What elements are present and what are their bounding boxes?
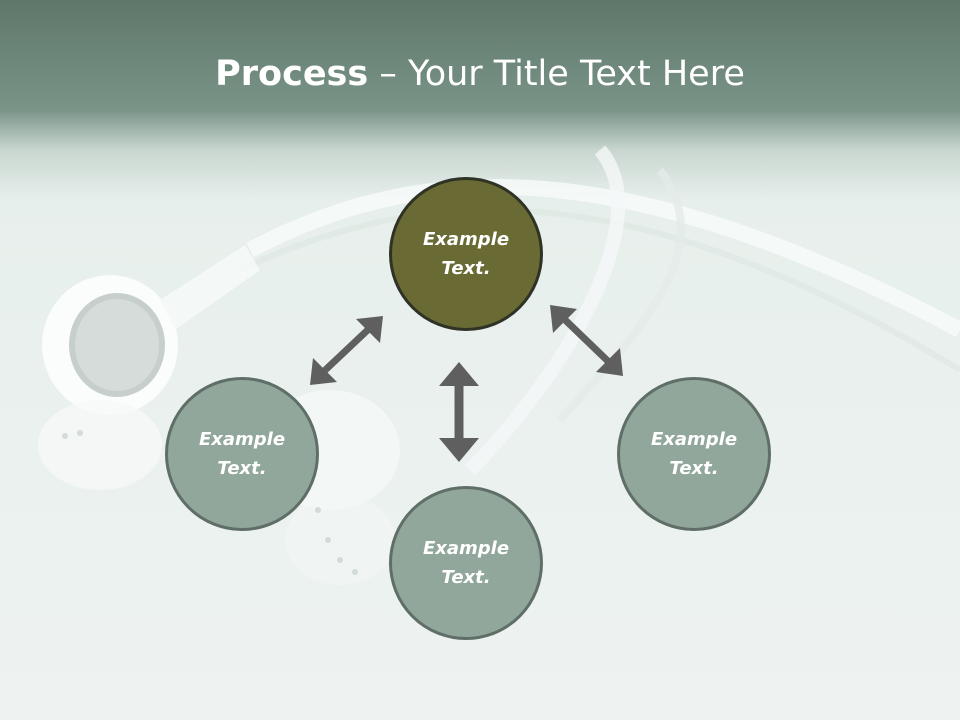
title-bold: Process — [215, 54, 369, 94]
node-right-label: Example Text. — [650, 429, 738, 479]
process-node-bottom: Example Text. — [389, 486, 543, 640]
process-node-left: Example Text. — [165, 377, 319, 531]
title-rest: – Your Title Text Here — [368, 54, 745, 94]
slide-title: Process – Your Title Text Here — [0, 52, 960, 96]
process-node-top: Example Text. — [389, 177, 543, 331]
process-node-right: Example Text. — [617, 377, 771, 531]
node-bottom-label: Example Text. — [422, 538, 510, 588]
node-left-label: Example Text. — [198, 429, 286, 479]
arrow-right-diagonal — [550, 305, 623, 376]
arrow-center-vertical — [439, 362, 479, 462]
node-top-label: Example Text. — [422, 229, 510, 279]
arrow-left-diagonal — [310, 316, 383, 385]
